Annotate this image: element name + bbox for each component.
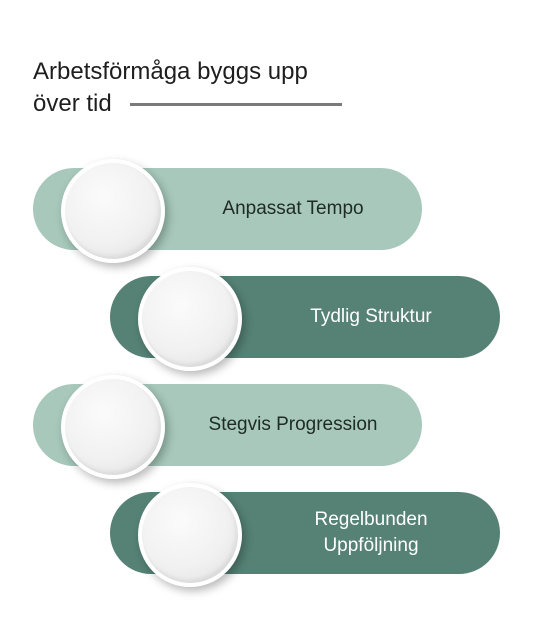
step-label-3: Stegvis Progression — [208, 414, 378, 435]
diagram-title: Arbetsförmåga byggs upp över tid — [33, 56, 393, 120]
step-label-4: Regelbunden Uppföljning — [242, 507, 500, 559]
title-line-2: över tid — [33, 90, 112, 117]
title-line-1: Arbetsförmåga byggs upp — [33, 58, 308, 85]
step-circle-2 — [138, 267, 242, 371]
title-rule — [129, 102, 342, 106]
title-line-2-row: över tid — [33, 88, 393, 120]
step-label-4-line-1: Regelbunden — [314, 509, 428, 530]
step-label-2: Tydlig Struktur — [310, 306, 432, 327]
step-circle-1 — [61, 159, 165, 263]
step-label-4-line-2: Uppföljning — [323, 535, 419, 556]
step-label-1: Anpassat Tempo — [222, 198, 364, 219]
step-circle-4 — [138, 483, 242, 587]
step-circle-3 — [61, 375, 165, 479]
